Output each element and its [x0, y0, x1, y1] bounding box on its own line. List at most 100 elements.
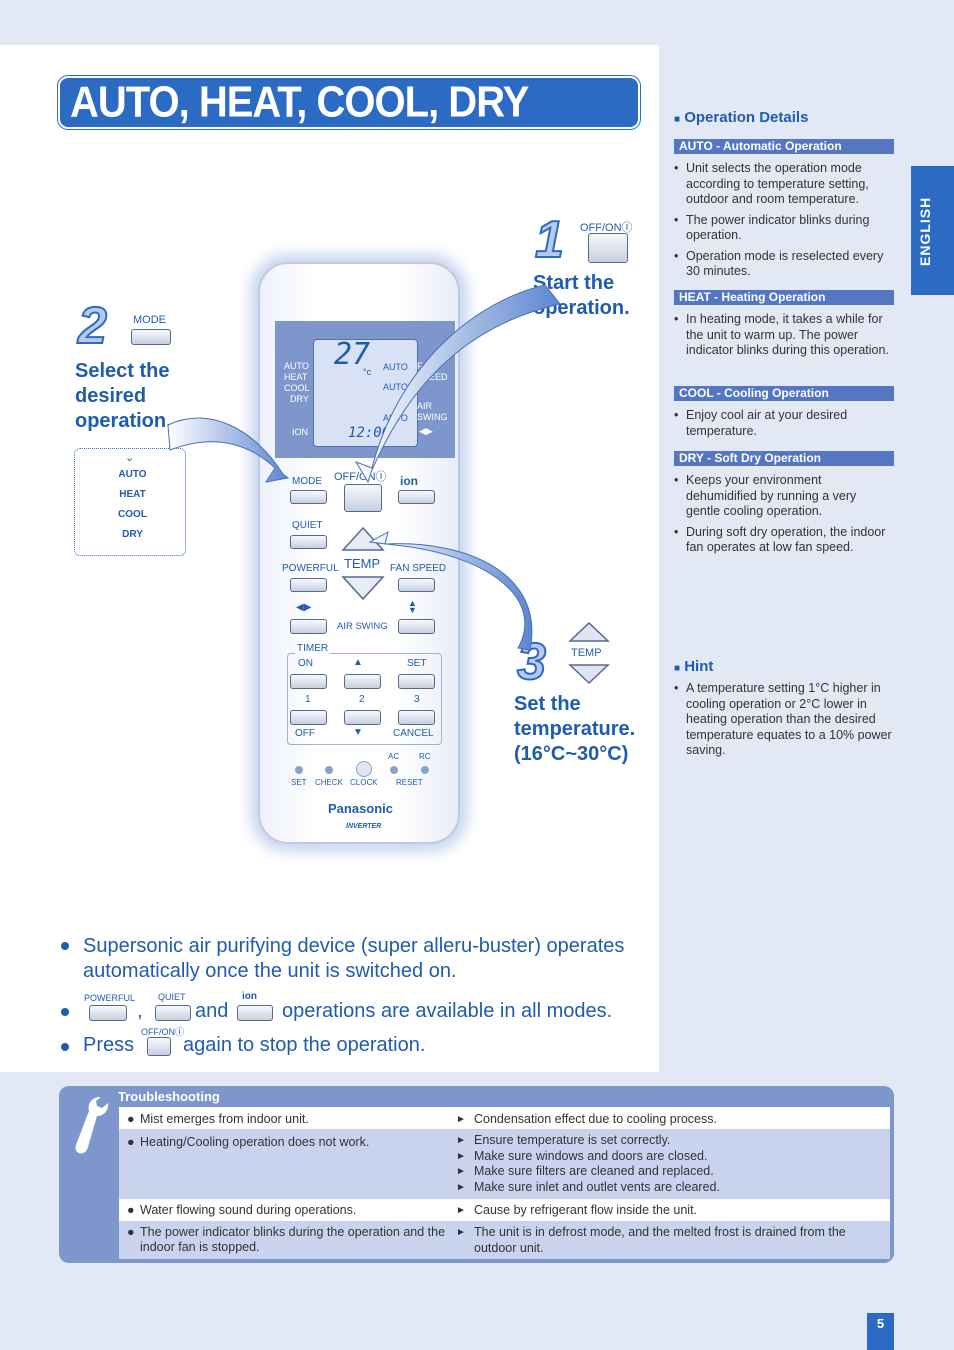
step-2-text: Select the desired operation.: [75, 359, 172, 434]
lcd-air-swing-label: AIR SWING: [417, 401, 448, 423]
rc-rc-label: RC: [419, 752, 431, 761]
rc-quiet-button[interactable]: [290, 535, 327, 549]
rc-air-swing-label: AIR SWING: [337, 621, 388, 632]
rc-offon-label: OFF/ONⒾ: [334, 471, 387, 483]
lcd-ion-label: ION: [292, 427, 309, 437]
bullet-icon: ●: [127, 1225, 135, 1239]
auto-item-3: Operation mode is reselected every 30 mi…: [674, 249, 892, 280]
lcd-air: AIR: [417, 401, 433, 411]
temp-up-down-icon: [568, 621, 610, 685]
rc-temp-up-button[interactable]: [341, 526, 385, 551]
rc-fan-speed-label: FAN SPEED: [390, 563, 447, 574]
cool-section-title: COOL - Cooling Operation: [674, 386, 894, 401]
rc-set-pin-button[interactable]: [295, 766, 303, 774]
step-1-text-line2: operation.: [533, 297, 630, 319]
step-1-text: Start the operation.: [533, 271, 630, 321]
step-2-button-label: MODE: [133, 314, 166, 326]
rc-temp-label: TEMP: [344, 556, 381, 571]
note-1-bullet: [61, 942, 69, 950]
ts-cause-3-1: Cause by refrigerant flow inside the uni…: [456, 1203, 876, 1219]
rc-ac-pin-button[interactable]: [390, 766, 398, 774]
note-2-and: and: [195, 1000, 229, 1022]
inverter-label: INVERTER: [346, 823, 382, 830]
lcd-speed: SPEED: [417, 372, 448, 382]
lcd-mode-list: AUTO HEAT COOL DRY: [284, 361, 310, 405]
rc-timer-off-button[interactable]: [290, 710, 327, 725]
rc-quiet-label: QUIET: [292, 520, 323, 531]
page-number: 5: [867, 1313, 894, 1350]
lcd-temp-unit: °c: [363, 367, 372, 377]
rc-offon-button[interactable]: [344, 484, 382, 512]
title-bar: [58, 76, 640, 129]
heat-item-1: In heating mode, it takes a while for th…: [674, 312, 892, 359]
rc-set2-label: SET: [291, 778, 307, 787]
step-3-text-line2: temperature.: [514, 718, 636, 740]
dry-item-2: During soft dry operation, the indoor fa…: [674, 525, 892, 556]
mode-cycle-box: ⌄ AUTO HEAT COOL DRY: [74, 448, 186, 556]
rc-powerful-button[interactable]: [290, 578, 327, 592]
lcd-mode-heat: HEAT: [284, 372, 308, 382]
step-3-text-line1: Set the: [514, 693, 581, 715]
step-3-button-label: TEMP: [571, 647, 602, 659]
operation-details-heading: ■ Operation Details: [674, 109, 808, 126]
hint-list: A temperature setting 1°C higher in cool…: [674, 681, 892, 764]
mode-cycle-auto: AUTO: [118, 469, 147, 480]
rc-air-swing-right-button[interactable]: [398, 619, 435, 634]
ts-problem-1: Mist emerges from indoor unit.: [140, 1112, 309, 1126]
note-1: Supersonic air purifying device (super a…: [83, 934, 624, 984]
bullet-icon: ●: [127, 1135, 135, 1149]
note-3-text: again to stop the operation.: [183, 1034, 426, 1056]
swing-vertical-icon: ▲▼: [408, 598, 417, 615]
rc-off-label: OFF: [295, 728, 315, 739]
rc-timer-on-button[interactable]: [290, 674, 327, 689]
note-ion-button-icon: [237, 1005, 273, 1021]
square-bullet-icon: ■: [674, 114, 681, 125]
rc-timer-label: TIMER: [295, 643, 331, 654]
brand-logo: Panasonic: [328, 801, 394, 816]
ts-cause-2-3: Make sure filters are cleaned and replac…: [456, 1164, 876, 1180]
rc-mode-label: MODE: [292, 476, 322, 487]
rc-label-3: 3: [414, 694, 420, 705]
mode-cycle-dry: DRY: [122, 529, 143, 540]
timer-down-icon: ▼: [353, 727, 363, 738]
lcd-mode-auto: AUTO: [284, 361, 309, 371]
auto-item-1: Unit selects the operation mode accordin…: [674, 161, 892, 208]
lcd-swing: SWING: [417, 412, 448, 422]
rc-ac-label: AC: [388, 752, 400, 761]
timer-up-icon: ▲: [353, 657, 363, 668]
rc-rc-pin-button[interactable]: [421, 766, 429, 774]
square-bullet-icon: ■: [674, 663, 681, 674]
hint-title: Hint: [684, 658, 714, 675]
step-2-text-line2: desired: [75, 385, 147, 407]
rc-clock-button[interactable]: [356, 761, 372, 777]
auto-section-list: Unit selects the operation mode accordin…: [674, 161, 892, 285]
rc-timer-up-button[interactable]: [344, 674, 381, 689]
table-row: ●Mist emerges from indoor unit. Condensa…: [119, 1107, 890, 1129]
heat-section-list: In heating mode, it takes a while for th…: [674, 312, 892, 364]
rc-ion-label: ion: [400, 474, 418, 488]
rc-set-label: SET: [407, 658, 427, 669]
step-1-button-label: OFF/ONⒾ: [580, 222, 633, 234]
rc-ion-button[interactable]: [398, 490, 435, 504]
rc-air-swing-left-button[interactable]: [290, 619, 327, 634]
rc-timer-block: [287, 653, 442, 745]
step-1-number: 1: [534, 210, 565, 270]
ts-cause-1-1: Condensation effect due to cooling proce…: [456, 1112, 876, 1128]
step-2-text-line3: operation.: [75, 410, 172, 432]
rc-timer-down-button[interactable]: [344, 710, 381, 725]
troubleshooting-title: Troubleshooting: [118, 1089, 220, 1104]
note-powerful-button-icon: [89, 1005, 127, 1021]
step-3-text: Set the temperature. (16°C~30°C): [514, 692, 635, 767]
rc-check-pin-button[interactable]: [325, 766, 333, 774]
rc-temp-down-button[interactable]: [341, 576, 385, 601]
ts-cause-2-1: Ensure temperature is set correctly.: [456, 1133, 876, 1149]
rc-timer-cancel-button[interactable]: [398, 710, 435, 725]
rc-timer-set-button[interactable]: [398, 674, 435, 689]
auto-section-title: AUTO - Automatic Operation: [674, 139, 894, 154]
step-2-number: 2: [77, 296, 108, 356]
hint-item-1: A temperature setting 1°C higher in cool…: [674, 681, 892, 759]
rc-fan-speed-button[interactable]: [398, 578, 435, 592]
rc-mode-button[interactable]: [290, 490, 327, 504]
lcd-fan-label: FAN SPEED: [417, 361, 448, 383]
operation-details-title: Operation Details: [684, 109, 809, 126]
